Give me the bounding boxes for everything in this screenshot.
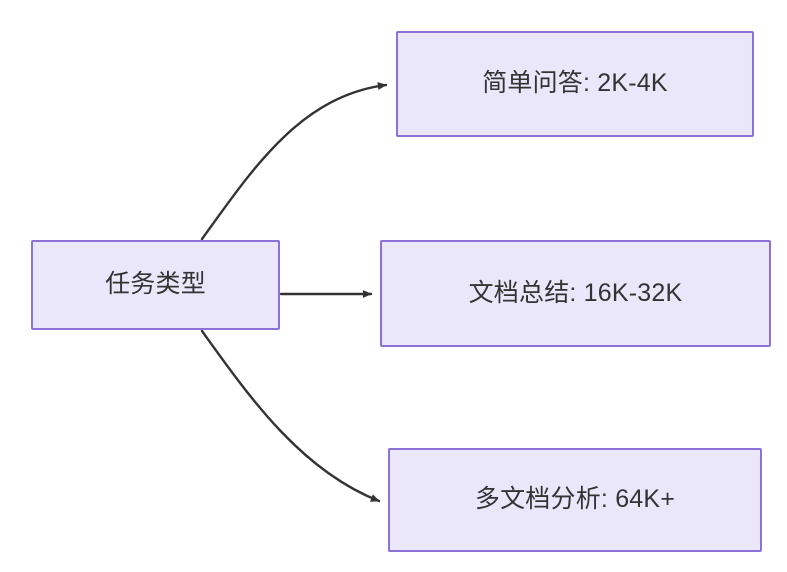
node-task-type-label: 任务类型 — [105, 270, 206, 299]
node-simple-qa-label: 简单问答: 2K-4K — [482, 69, 668, 98]
node-multi-doc-label: 多文档分析: 64K+ — [474, 485, 676, 514]
edge-source-to-multi-doc — [200, 329, 381, 503]
node-task-type[interactable]: 任务类型 — [31, 240, 280, 330]
node-doc-summary[interactable]: 文档总结: 16K-32K — [380, 240, 771, 347]
node-doc-summary-label: 文档总结: 16K-32K — [468, 278, 683, 307]
edge-source-to-simple-qa — [200, 82, 388, 241]
node-simple-qa[interactable]: 简单问答: 2K-4K — [396, 31, 754, 137]
node-multi-doc[interactable]: 多文档分析: 64K+ — [388, 448, 762, 552]
